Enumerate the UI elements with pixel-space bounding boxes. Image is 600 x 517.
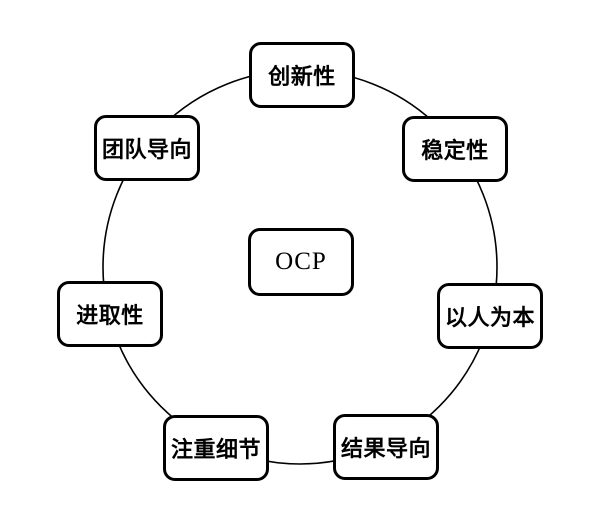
node-attention-to-detail: 注重细节 xyxy=(163,415,269,481)
node-enterprising: 进取性 xyxy=(57,281,163,347)
node-team-oriented: 团队导向 xyxy=(94,115,200,181)
node-people-oriented: 以人为本 xyxy=(437,283,543,349)
node-stability: 稳定性 xyxy=(402,116,508,182)
node-center-ocp: OCP xyxy=(248,228,354,296)
node-enterprising-label: 进取性 xyxy=(76,303,144,328)
node-stability-label: 稳定性 xyxy=(421,138,489,163)
node-innovation: 创新性 xyxy=(249,42,355,108)
node-results-oriented-label: 结果导向 xyxy=(340,436,431,461)
node-people-oriented-label: 以人为本 xyxy=(444,305,535,330)
node-attention-to-detail-label: 注重细节 xyxy=(170,437,261,462)
node-innovation-label: 创新性 xyxy=(268,64,336,89)
node-results-oriented: 结果导向 xyxy=(333,414,439,480)
node-team-oriented-label: 团队导向 xyxy=(101,137,192,162)
node-center-ocp-label: OCP xyxy=(275,248,327,275)
